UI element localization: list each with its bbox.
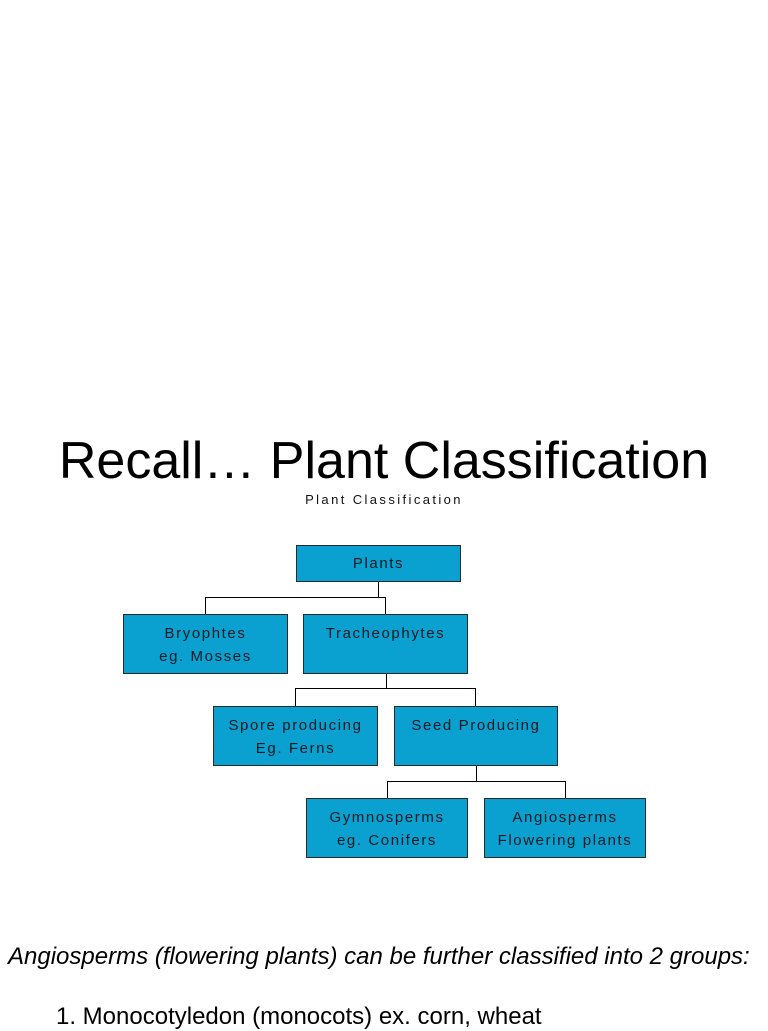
node-gymnosperms: Gymnosperms eg. Conifers [306, 798, 468, 858]
node-gymnosperms-line-1: Gymnosperms [329, 809, 445, 826]
connector-tracheophytes-bar [295, 688, 476, 689]
connector-to-spore [295, 688, 296, 706]
connector-seed-bar [387, 781, 566, 782]
node-seed-producing: Seed Producing [394, 706, 558, 766]
list-item: 1. Monocotyledon (monocots) ex. corn, wh… [56, 1003, 542, 1030]
connector-to-bryophytes [205, 597, 206, 614]
node-tracheophytes: Tracheophytes [303, 614, 468, 674]
node-bryophytes: Bryophtes eg. Mosses [123, 614, 288, 674]
node-seed-label: Seed Producing [411, 717, 541, 734]
connector-to-gymnosperms [387, 781, 388, 798]
connector-plants-bar [205, 597, 386, 598]
connector-to-seed [475, 688, 476, 706]
node-spore-producing: Spore producing Eg. Ferns [213, 706, 378, 766]
node-spore-line-2: Eg. Ferns [255, 740, 336, 757]
node-bryophytes-line-2: eg. Mosses [159, 648, 252, 665]
connector-to-angiosperms [565, 781, 566, 798]
node-bryophytes-line-1: Bryophtes [164, 625, 247, 642]
node-tracheophytes-label: Tracheophytes [325, 625, 446, 642]
connector-plants-down [378, 582, 379, 598]
connector-tracheophytes-down [386, 674, 387, 689]
node-plants: Plants [296, 545, 461, 582]
diagram-title: Plant Classification [305, 492, 463, 507]
node-spore-line-1: Spore producing [228, 717, 363, 734]
connector-seed-down [476, 766, 477, 782]
caption-text: Angiosperms (flowering plants) can be fu… [8, 943, 750, 970]
slide-title: Recall… Plant Classification [58, 432, 710, 490]
node-angiosperms-line-2: Flowering plants [497, 832, 633, 849]
node-angiosperms-line-1: Angiosperms [512, 809, 618, 826]
connector-to-tracheophytes [385, 597, 386, 614]
node-gymnosperms-line-2: eg. Conifers [336, 832, 438, 849]
node-angiosperms: Angiosperms Flowering plants [484, 798, 646, 858]
node-plants-label: Plants [352, 555, 405, 572]
